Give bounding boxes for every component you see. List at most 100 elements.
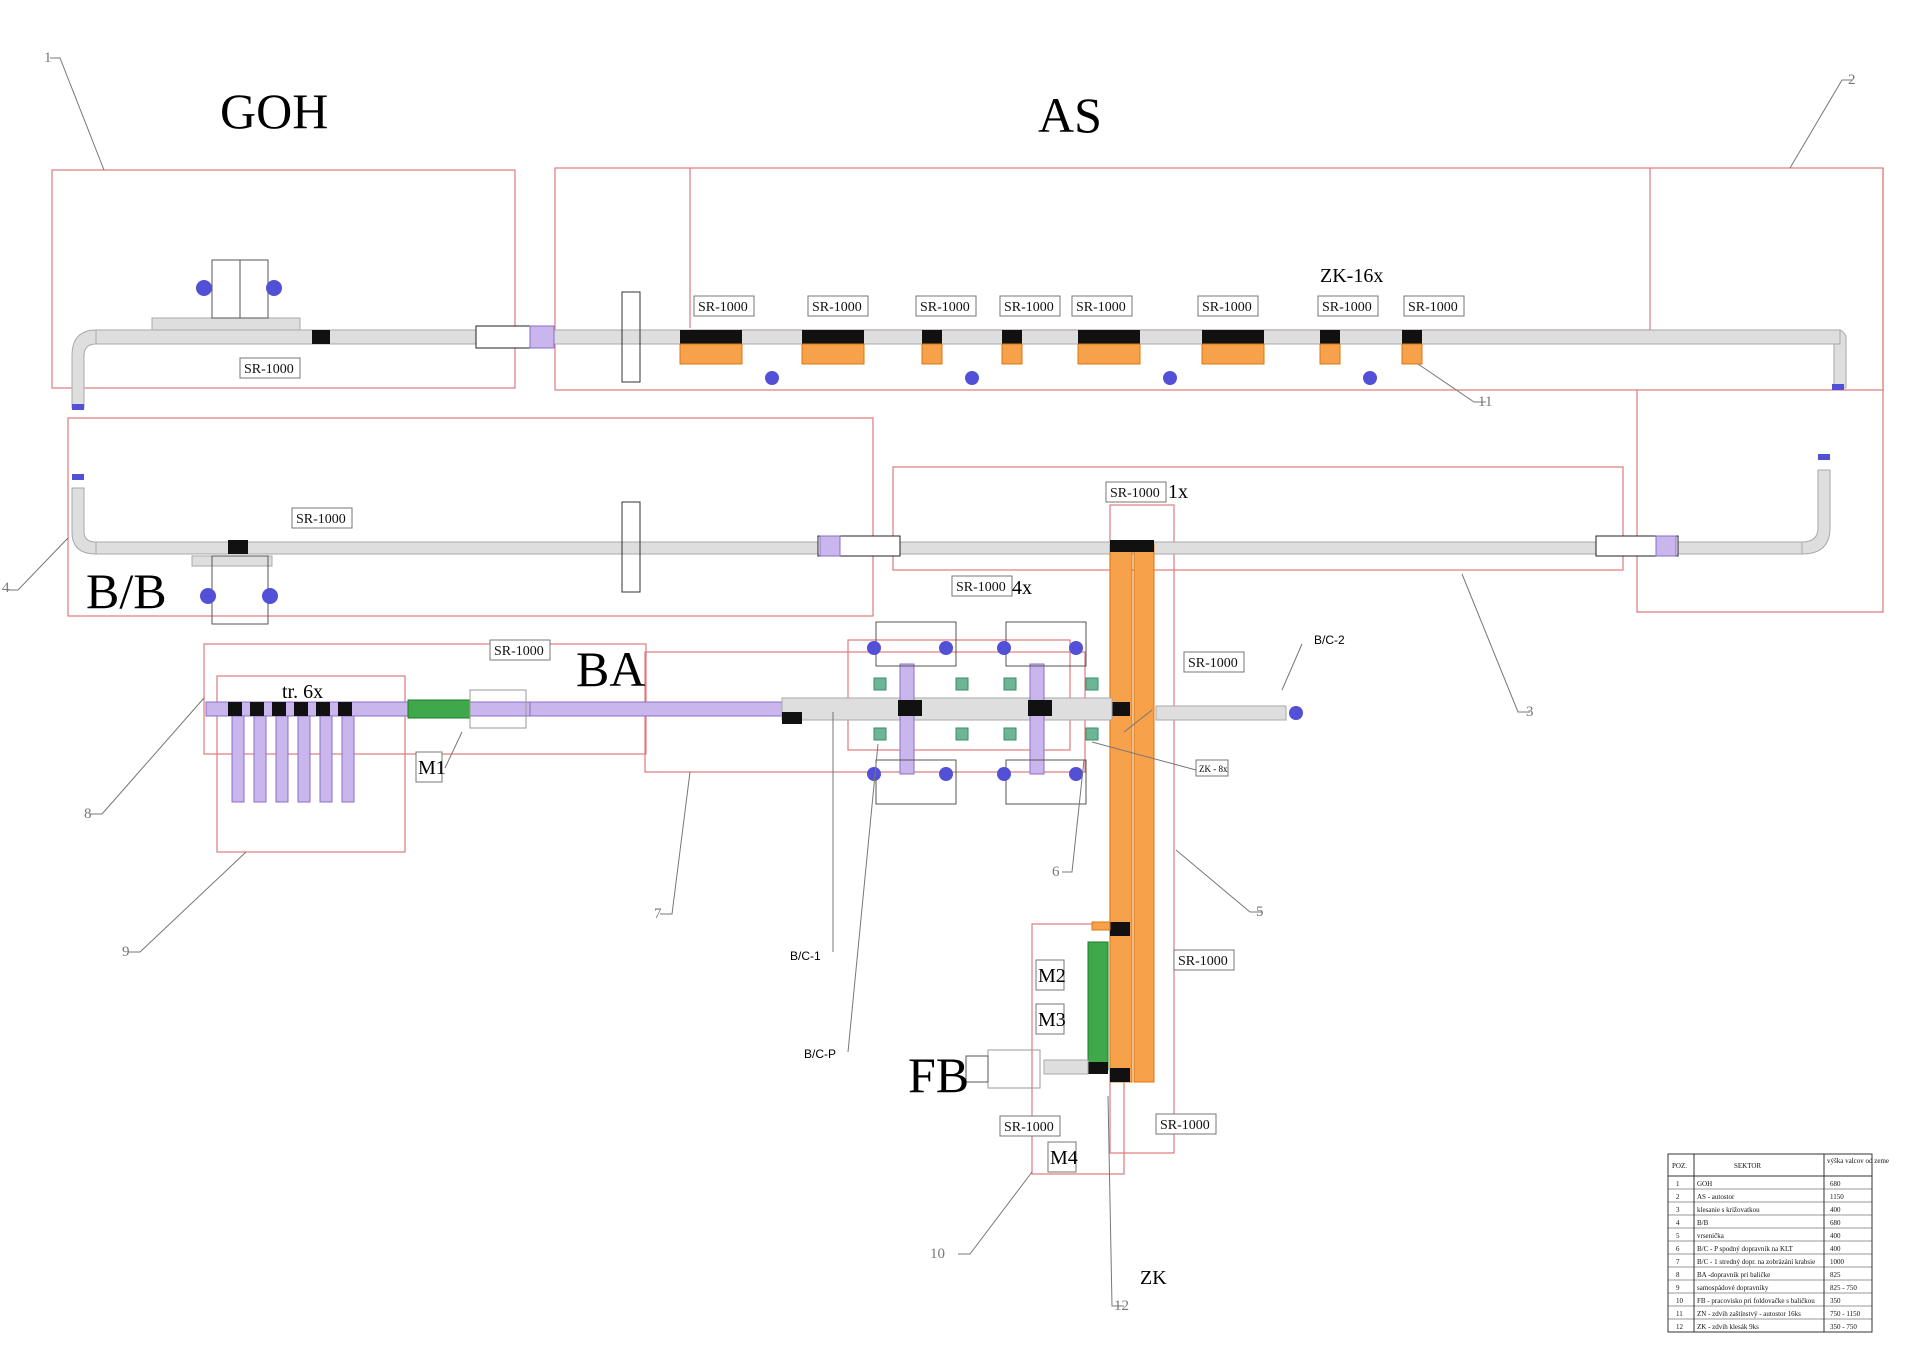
sr-label: SR-1000: [291, 507, 353, 529]
annotation-zk16x: ZK-16x: [1320, 265, 1383, 287]
sr-1000-icon: [1110, 702, 1130, 716]
legend-header: POZ.: [1672, 1162, 1687, 1170]
operator-icon: [1289, 706, 1303, 720]
legend-row-height: 1000: [1830, 1258, 1845, 1266]
sr-label: SR-1000: [1317, 295, 1379, 317]
legend-row-height: 350 - 750: [1830, 1323, 1857, 1331]
sr-label: SR-1000: [1071, 295, 1133, 317]
legend-row-height: 400: [1830, 1232, 1841, 1240]
sector-title-goh: GOH: [220, 83, 328, 139]
svg-text:SR-1000: SR-1000: [956, 580, 1006, 595]
sector-6-outline: [847, 639, 1071, 751]
svg-text:SR-1000: SR-1000: [1004, 300, 1054, 315]
leader-lines: [8, 57, 1852, 1307]
sector-title-zk: ZK: [1140, 1267, 1167, 1289]
middle-left-curve: [71, 487, 97, 555]
legend-row-poz: 2: [1676, 1193, 1680, 1201]
goh-operator-icon: [196, 280, 212, 296]
annotation-bcp: B/C-P: [804, 1047, 836, 1061]
goh-buffer-conveyor: [151, 317, 301, 331]
svg-text:SR-1000: SR-1000: [920, 300, 970, 315]
legend-row-sector: B/C - 1 stredný dopr. na zobrázání krabs…: [1697, 1258, 1815, 1266]
annotation-zk8x: ZK - 8x: [1199, 764, 1228, 774]
legend-row-poz: 10: [1676, 1297, 1684, 1305]
legend-row-sector: vrsenička: [1697, 1232, 1725, 1240]
packing-machine-icon: [469, 689, 527, 729]
sr-label: SR-1000: [1155, 1113, 1217, 1135]
legend-row-poz: 12: [1676, 1323, 1684, 1331]
svg-text:SR-1000: SR-1000: [698, 300, 748, 315]
operator-icon: [1069, 641, 1083, 655]
callout-1: 1: [44, 50, 52, 66]
legend-row-height: 825: [1830, 1271, 1841, 1279]
legend-row-sector: GOH: [1697, 1180, 1712, 1188]
callout-9: 9: [122, 944, 130, 960]
legend-row-sector: klesanie s križovatkou: [1697, 1206, 1760, 1214]
legend-row-poz: 11: [1676, 1310, 1683, 1318]
operator-icon: [1363, 371, 1377, 385]
sr-1000-icon: [1110, 1068, 1130, 1082]
svg-text:SR-1000: SR-1000: [1408, 300, 1458, 315]
legend-row-height: 750 - 1150: [1830, 1310, 1861, 1318]
top-left-end-cap: [72, 404, 84, 410]
legend-row-poz: 6: [1676, 1245, 1680, 1253]
sr-label: SR-1000: [1173, 949, 1235, 971]
legend-header: SEKTOR: [1734, 1162, 1761, 1170]
legend-row-sector: ZK - zdvih klesák 9ks: [1697, 1323, 1759, 1331]
top-conveyor-line: [71, 259, 1847, 410]
legend-row-height: 350: [1830, 1297, 1841, 1305]
sr-1000-labels: SR-1000 SR-1000 SR-1000 SR-1000 SR-1000 …: [239, 295, 1465, 1137]
sr-1000-icon: [1110, 922, 1130, 936]
sr-1000-icon: [312, 330, 330, 344]
motor-m1: M1: [418, 757, 446, 779]
sr-label: SR-1000: [999, 1115, 1061, 1137]
sr-1000-icon: [1110, 540, 1154, 552]
packing-stations: [873, 621, 1099, 805]
motor-m4: M4: [1050, 1147, 1078, 1169]
operator-icon: [997, 641, 1011, 655]
callout-numbers: 1 2 3 4 5 6 7 8 9 10 11 12: [2, 50, 1856, 1314]
svg-text:SR-1000: SR-1000: [1110, 486, 1160, 501]
callout-4: 4: [2, 580, 10, 596]
annotation-bc2: B/C-2: [1314, 633, 1345, 647]
sr-label: SR-1000: [807, 295, 869, 317]
operator-icon: [867, 767, 881, 781]
sr-label: SR-1000: [693, 295, 755, 317]
svg-text:SR-1000: SR-1000: [1004, 1120, 1054, 1135]
legend-row-height: 680: [1830, 1219, 1841, 1227]
as-pick-stations: [679, 330, 1423, 365]
legend-row-poz: 9: [1676, 1284, 1680, 1292]
operator-icon: [1163, 371, 1177, 385]
legend-row-poz: 8: [1676, 1271, 1680, 1279]
sector-title-fb: FB: [908, 1047, 969, 1103]
callout-8: 8: [84, 806, 92, 822]
ba-line: [205, 621, 1113, 805]
operator-icon: [765, 371, 779, 385]
svg-text:SR-1000: SR-1000: [244, 362, 294, 377]
sr-label: SR-1000: [999, 295, 1061, 317]
orange-conveyor-left: [1109, 543, 1133, 1083]
top-conveyor-right-curve: [1833, 329, 1847, 389]
legend-row-sector: FB - pracovisko pri foldovačke s baličko…: [1697, 1297, 1815, 1305]
legend-row-sector: B/C - P spodný dopravník na KLT: [1697, 1245, 1794, 1253]
callout-5: 5: [1256, 904, 1264, 920]
legend-row-sector: ZN - zdvih zaštínstvý - autostor 16ks: [1697, 1310, 1801, 1318]
operator-icon: [1069, 767, 1083, 781]
sector-9-outline: [216, 675, 406, 853]
motor-m2: M2: [1038, 965, 1066, 987]
sr-label: SR-1000: [489, 639, 551, 661]
svg-text:SR-1000: SR-1000: [1076, 300, 1126, 315]
sector-4-bb-outline: [67, 417, 874, 617]
legend-row-height: 400: [1830, 1206, 1841, 1214]
sector-1-goh-outline: [51, 169, 516, 389]
top-conveyor-main: [95, 329, 1841, 345]
goh-operator-icon: [266, 280, 282, 296]
legend-row-poz: 4: [1676, 1219, 1680, 1227]
bc-center-conveyor: [781, 697, 1113, 721]
zk-vertical-line: [1091, 540, 1303, 1083]
legend-row-height: 1150: [1830, 1193, 1844, 1201]
legend-row-poz: 7: [1676, 1258, 1680, 1266]
gravity-conveyors: [228, 702, 355, 803]
